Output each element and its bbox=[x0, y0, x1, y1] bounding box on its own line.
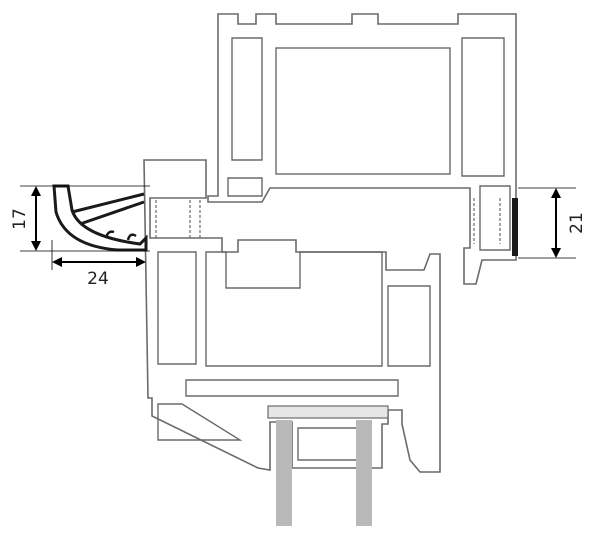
dimension-right-height: 21 bbox=[518, 187, 587, 259]
dimension-left-width: 24 bbox=[51, 240, 146, 289]
gasket-right bbox=[512, 198, 518, 256]
glass-pane-right bbox=[356, 420, 372, 526]
dimension-label-24: 24 bbox=[87, 269, 109, 289]
weatherstrip-profile bbox=[52, 184, 148, 252]
dimension-left-height: 17 bbox=[10, 185, 150, 252]
glass-pane-left bbox=[276, 420, 292, 526]
dimension-label-17: 17 bbox=[10, 208, 30, 230]
sash-profile bbox=[207, 13, 517, 285]
frame-profile bbox=[143, 159, 501, 473]
dimension-label-21: 21 bbox=[567, 212, 587, 234]
